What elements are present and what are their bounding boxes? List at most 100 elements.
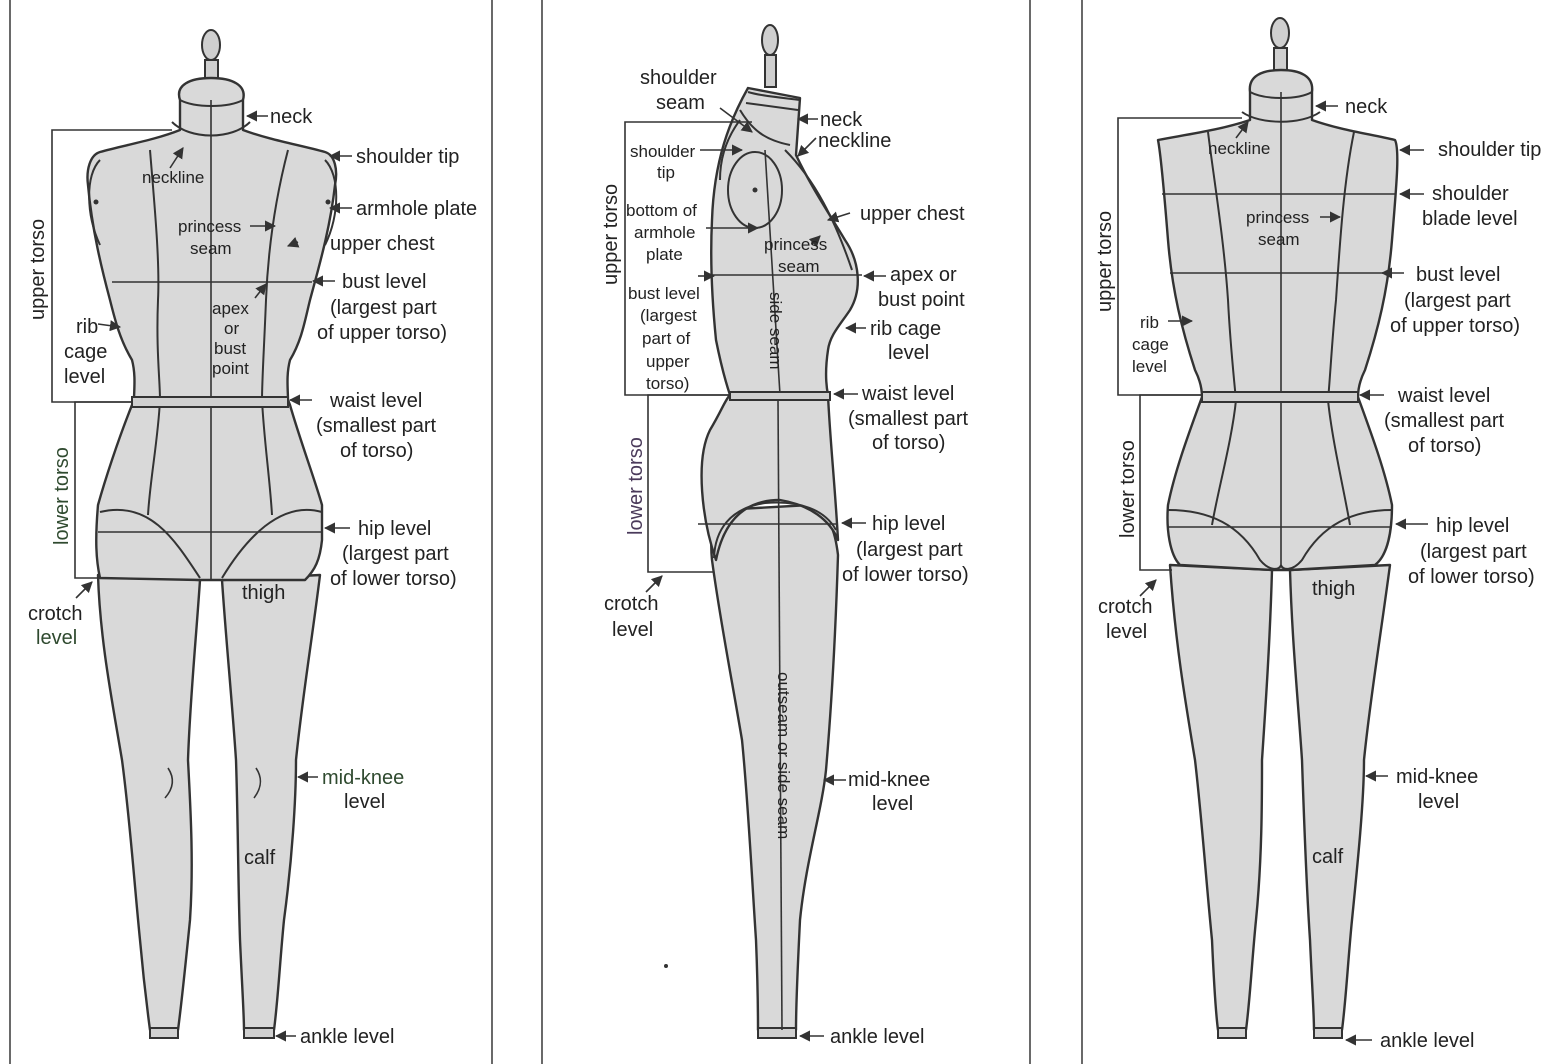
label-rib-cage: cage bbox=[64, 341, 107, 363]
dot bbox=[664, 964, 668, 968]
label-bust-level: upper bbox=[646, 352, 690, 371]
label-waist-level: waist level bbox=[329, 390, 422, 412]
label-princess-seam: seam bbox=[1258, 230, 1300, 249]
arrow bbox=[645, 575, 663, 593]
seat-curve bbox=[1167, 509, 1393, 570]
arrow bbox=[826, 211, 851, 223]
neck-top bbox=[747, 91, 801, 101]
label-side-seam: side seam bbox=[766, 292, 785, 369]
label-upper-torso: upper torso bbox=[27, 219, 49, 320]
lower-torso-bracket bbox=[647, 394, 730, 573]
arrow bbox=[254, 283, 267, 299]
stand-knob bbox=[761, 24, 779, 56]
label-bottom-armhole-plate: bottom of bbox=[626, 201, 697, 220]
back-right-leg bbox=[1288, 563, 1392, 1032]
label-princess-seam: princess bbox=[1246, 208, 1309, 227]
stand-rod bbox=[764, 54, 777, 88]
arrow bbox=[169, 147, 184, 169]
label-apex-bust-point: bust point bbox=[878, 289, 965, 311]
label-bust-level: bust level bbox=[342, 271, 427, 293]
side-view-figure bbox=[698, 24, 862, 1039]
knee-mark bbox=[164, 767, 174, 799]
label-crotch-level: level bbox=[36, 627, 77, 649]
label-rib-cage-level: rib cage bbox=[870, 318, 941, 340]
front-left-leg bbox=[96, 573, 202, 1032]
label-waist-level: waist level bbox=[1397, 385, 1490, 407]
label-outseam: outseam or side seam bbox=[774, 672, 793, 839]
label-rib-cage: level bbox=[1132, 357, 1167, 376]
label-neck: neck bbox=[820, 109, 863, 131]
side-seam-line bbox=[764, 149, 781, 396]
label-rib-cage: rib bbox=[76, 316, 98, 338]
label-lower-torso: lower torso bbox=[1117, 440, 1139, 538]
arrow bbox=[286, 237, 300, 248]
label-bottom-armhole-plate: plate bbox=[646, 245, 683, 264]
label-apex-bust-point: apex or bbox=[890, 264, 957, 286]
back-left-leg bbox=[1168, 563, 1274, 1032]
label-mid-knee: mid-knee bbox=[1396, 766, 1478, 788]
ankle-cap bbox=[1217, 1027, 1247, 1039]
label-rib-cage: level bbox=[64, 366, 105, 388]
label-apex: point bbox=[212, 359, 249, 378]
leg-opening bbox=[99, 508, 323, 579]
arrow bbox=[797, 137, 817, 157]
label-neckline: neckline bbox=[142, 168, 204, 187]
label-bust-level: (largest bbox=[640, 306, 697, 325]
label-waist-level: (smallest part bbox=[848, 408, 968, 430]
armhole-dot bbox=[93, 199, 99, 205]
label-upper-chest: upper chest bbox=[330, 233, 435, 255]
stand-knob bbox=[1270, 17, 1290, 49]
label-upper-torso: upper torso bbox=[1094, 211, 1116, 312]
arrow bbox=[719, 107, 753, 133]
back-torso bbox=[1156, 68, 1399, 572]
arrow bbox=[1235, 121, 1249, 139]
label-armhole-plate: armhole plate bbox=[356, 198, 477, 220]
label-hip-level: hip level bbox=[358, 518, 431, 540]
label-waist-level: waist level bbox=[861, 383, 954, 405]
front-right-leg bbox=[220, 573, 322, 1032]
armhole-center bbox=[752, 187, 758, 193]
lower-torso-bracket bbox=[74, 401, 132, 579]
label-neckline: neckline bbox=[1208, 139, 1270, 158]
label-mid-knee: level bbox=[872, 793, 913, 815]
armhole-plate-left bbox=[88, 159, 101, 246]
label-shoulder-tip: shoulder tip bbox=[356, 146, 459, 168]
lower-torso-bracket bbox=[1139, 394, 1202, 571]
princess-seam bbox=[784, 149, 853, 271]
label-crotch-level: crotch bbox=[604, 593, 658, 615]
label-ankle-level: ankle level bbox=[830, 1026, 925, 1048]
label-bottom-armhole-plate: armhole bbox=[634, 223, 695, 242]
label-neck: neck bbox=[270, 106, 313, 128]
waist-band bbox=[729, 391, 831, 401]
label-bust-level: of upper torso) bbox=[1390, 315, 1520, 337]
label-shoulder-tip: shoulder bbox=[630, 142, 696, 161]
label-shoulder-tip: shoulder tip bbox=[1438, 139, 1541, 161]
label-waist-level: of torso) bbox=[872, 432, 945, 454]
label-waist-level: of torso) bbox=[1408, 435, 1481, 457]
label-apex: or bbox=[224, 319, 239, 338]
waist-band bbox=[1201, 391, 1359, 403]
neck-band bbox=[745, 102, 799, 111]
front-view-figure bbox=[86, 29, 338, 1039]
label-hip-level: (largest part bbox=[1420, 541, 1527, 563]
label-thigh: thigh bbox=[1312, 578, 1355, 600]
label-bust-level: part of bbox=[642, 329, 690, 348]
label-upper-chest: upper chest bbox=[860, 203, 965, 225]
label-princess-seam: princess bbox=[178, 217, 241, 236]
label-calf: calf bbox=[244, 847, 276, 869]
armhole-dot bbox=[325, 199, 331, 205]
label-lower-torso: lower torso bbox=[625, 437, 647, 535]
princess-seam-left bbox=[1207, 131, 1238, 526]
label-princess-seam: seam bbox=[190, 239, 232, 258]
princess-seam-right bbox=[260, 149, 289, 516]
label-crotch-level: level bbox=[612, 619, 653, 641]
label-hip-level: hip level bbox=[1436, 515, 1509, 537]
label-crotch-level: level bbox=[1106, 621, 1147, 643]
label-crotch-level: crotch bbox=[28, 603, 82, 625]
label-hip-level: of lower torso) bbox=[842, 564, 969, 586]
label-ankle-level: ankle level bbox=[1380, 1030, 1475, 1052]
label-shoulder-seam: seam bbox=[656, 92, 705, 114]
front-torso bbox=[86, 76, 338, 582]
label-hip-level: of lower torso) bbox=[330, 568, 457, 590]
